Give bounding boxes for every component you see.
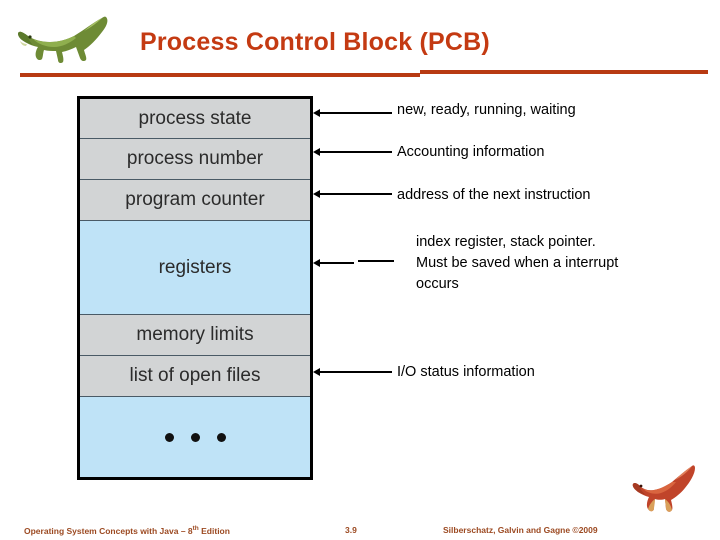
connector-line-program-counter [320, 193, 392, 195]
connector-arrow-process-number [313, 148, 320, 156]
connector-arrow-open-files [313, 368, 320, 376]
pcb-row-process-number: process number [80, 139, 310, 180]
pcb-row-ellipsis [80, 397, 310, 477]
connector-arrow-registers [313, 259, 320, 267]
connector-line-registers-a [320, 262, 354, 264]
annotation-registers: index register, stack pointer. Must be s… [416, 234, 619, 292]
footer-edition-suffix: Edition [198, 525, 230, 536]
connector-line-process-state [320, 112, 392, 114]
process-control-block-diagram: process state process number program cou… [77, 96, 313, 480]
annotation-program-counter: address of the next instruction [397, 187, 591, 203]
page-title: Process Control Block (PCB) [140, 28, 490, 56]
footer-copyright: Silberschatz, Galvin and Gagne ©2009 [443, 525, 598, 535]
title-rule-left [20, 73, 420, 77]
red-dinosaur-icon [632, 465, 695, 512]
pcb-row-list-of-open-files: list of open files [80, 356, 310, 397]
pcb-row-registers: registers [80, 221, 310, 315]
annotation-open-files: I/O status information [397, 364, 535, 380]
ellipsis-dots [164, 432, 226, 442]
green-dinosaur-icon [18, 16, 108, 64]
connector-line-process-number [320, 151, 392, 153]
pcb-row-process-state: process state [80, 99, 310, 139]
annotation-process-state: new, ready, running, waiting [397, 102, 576, 118]
connector-line-open-files [320, 371, 392, 373]
connector-arrow-process-state [313, 109, 320, 117]
pcb-row-memory-limits: memory limits [80, 315, 310, 356]
connector-line-registers-b [358, 260, 394, 262]
title-rule-right [420, 70, 708, 74]
footer-edition-prefix: Operating System Concepts with Java – 8 [24, 525, 193, 536]
footer-edition-ordinal: th [192, 525, 199, 532]
footer-edition: Operating System Concepts with Java – 8t… [24, 525, 230, 536]
connector-arrow-program-counter [313, 190, 320, 198]
pcb-row-program-counter: program counter [80, 180, 310, 221]
annotation-process-number: Accounting information [397, 144, 545, 160]
slide-number: 3.9 [345, 525, 357, 535]
